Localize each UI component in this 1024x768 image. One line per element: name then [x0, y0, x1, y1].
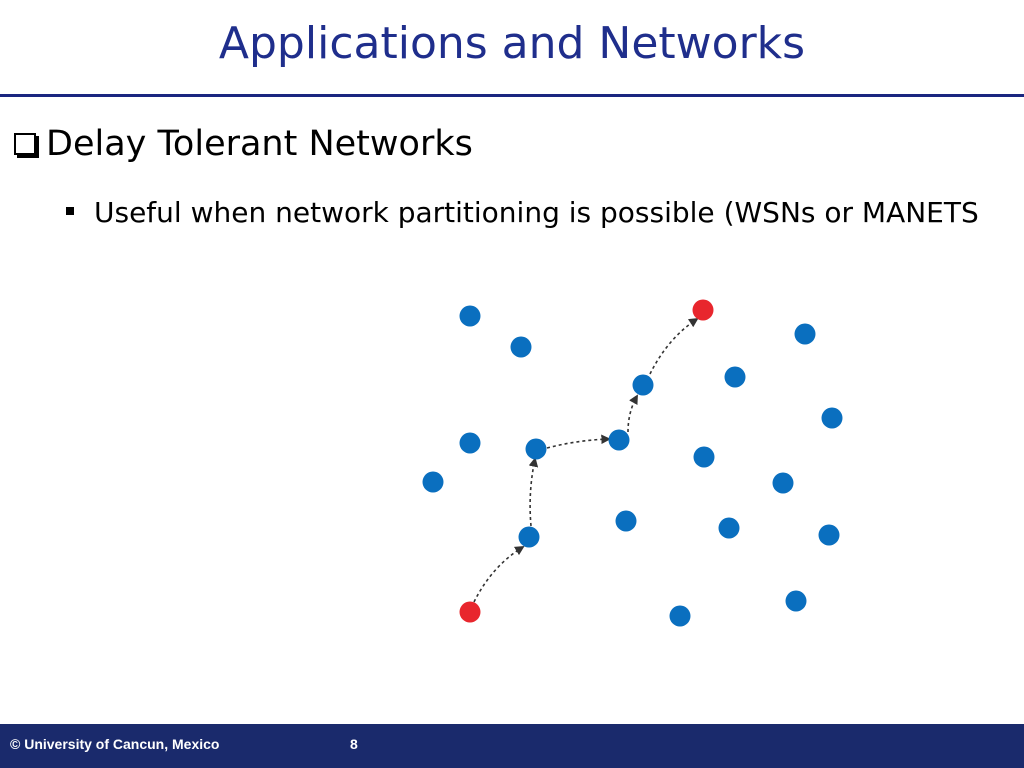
network-node: [518, 526, 540, 548]
bullet-level-2-text: Useful when network partitioning is poss…: [94, 196, 979, 229]
network-node: [718, 517, 740, 539]
network-node: [422, 471, 444, 493]
network-node: [818, 524, 840, 546]
endpoint-node: [459, 601, 481, 623]
network-node: [525, 438, 547, 460]
routing-arrow: [528, 457, 539, 527]
checkbox-bullet-icon: [14, 133, 36, 155]
network-node: [794, 323, 816, 345]
network-node: [459, 305, 481, 327]
title-divider: [0, 94, 1024, 97]
bullet-level-1: Delay Tolerant Networks: [14, 122, 473, 166]
network-node: [821, 407, 843, 429]
network-node: [510, 336, 532, 358]
page-number: 8: [350, 736, 358, 752]
network-node: [632, 374, 654, 396]
routing-arrow: [546, 434, 611, 449]
network-node: [785, 590, 807, 612]
endpoint-node: [692, 299, 714, 321]
network-node: [772, 472, 794, 494]
network-diagram: [422, 299, 843, 627]
network-node: [669, 605, 691, 627]
routing-arrow: [627, 394, 638, 433]
square-bullet-icon: [66, 207, 74, 215]
network-node: [724, 366, 746, 388]
network-node: [608, 429, 630, 451]
routing-arrow: [473, 545, 525, 603]
footer-copyright: © University of Cancun, Mexico: [10, 736, 220, 752]
bullet-level-2: Useful when network partitioning is poss…: [66, 190, 986, 236]
bullet-level-1-text: Delay Tolerant Networks: [46, 124, 473, 164]
network-node: [693, 446, 715, 468]
slide-title: Applications and Networks: [218, 18, 806, 69]
footer-bar: © University of Cancun, Mexico 8: [0, 724, 1024, 768]
network-node: [615, 510, 637, 532]
routing-arrow: [649, 317, 699, 375]
network-node: [459, 432, 481, 454]
